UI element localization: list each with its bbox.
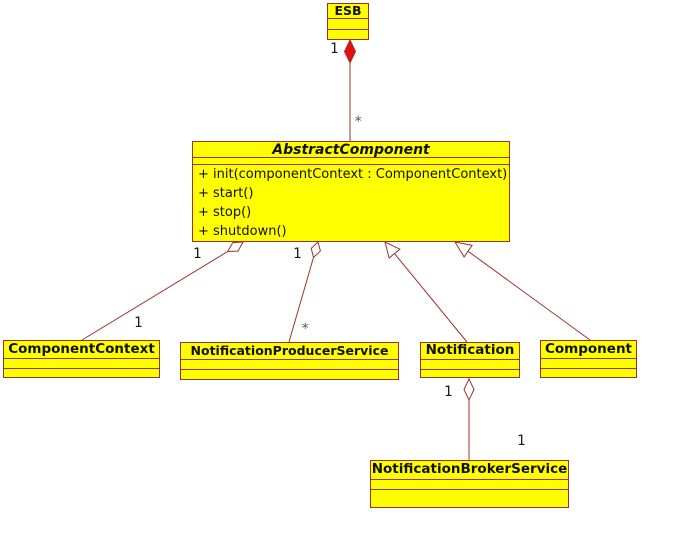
multiplicity-label-componentcontext-part[interactable]: 1 — [134, 315, 143, 331]
edge-generalization-component-abstractcomponent[interactable] — [453, 241, 591, 341]
operation-start: + start() — [198, 186, 254, 201]
generalization-arrowhead — [453, 241, 473, 258]
edge-line — [81, 251, 228, 341]
ops-compartment-componentcontext — [4, 369, 159, 377]
edge-aggregation-abstractcomponent-notificationproducerservice[interactable] — [288, 241, 321, 343]
aggregation-diamond — [226, 241, 244, 253]
generalization-arrowhead — [384, 241, 401, 259]
aggregation-diamond — [310, 241, 321, 259]
ops-compartment-esb — [328, 30, 368, 39]
class-name-notification: Notification — [421, 343, 519, 360]
attrs-compartment-notificationproducerservice — [181, 360, 398, 370]
composition-diamond — [343, 38, 357, 65]
ops-compartment-abstractcomponent: + init(componentContext : ComponentConte… — [193, 165, 509, 241]
class-name-esb: ESB — [328, 4, 368, 19]
multiplicity-label-broker-part[interactable]: 1 — [517, 433, 526, 449]
multiplicity-label-esb-whole[interactable]: 1 — [330, 41, 339, 57]
edge-composition-esb-abstractcomponent[interactable] — [343, 38, 357, 141]
ops-compartment-notification — [421, 370, 519, 377]
edge-generalization-notification-abstractcomponent[interactable] — [384, 241, 468, 343]
class-box-notificationbrokerservice[interactable]: NotificationBrokerService — [370, 460, 569, 508]
class-name-component: Component — [541, 341, 636, 359]
ops-compartment-notificationbrokerservice — [371, 490, 568, 507]
class-box-notificationproducerservice[interactable]: NotificationProducerService — [180, 342, 399, 380]
class-box-notification[interactable]: Notification — [420, 342, 520, 378]
edge-aggregation-notification-notificationbrokerservice[interactable] — [463, 377, 475, 460]
operation-shutdown: + shutdown() — [198, 224, 287, 239]
class-box-abstractcomponent[interactable]: AbstractComponent + init(componentContex… — [192, 141, 510, 242]
operation-init: + init(componentContext : ComponentConte… — [198, 167, 508, 182]
multiplicity-label-notification-whole[interactable]: 1 — [444, 384, 453, 400]
edge-line — [288, 257, 314, 343]
edge-line — [394, 253, 468, 343]
class-name-notificationbrokerservice: NotificationBrokerService — [371, 461, 568, 480]
class-box-componentcontext[interactable]: ComponentContext — [3, 340, 160, 378]
operation-stop: + stop() — [198, 205, 252, 220]
class-box-esb[interactable]: ESB — [327, 3, 369, 40]
edge-line — [467, 250, 591, 341]
multiplicity-label-esb-part[interactable]: * — [354, 114, 363, 130]
attrs-compartment-notification — [421, 360, 519, 370]
class-name-componentcontext: ComponentContext — [4, 341, 159, 359]
attrs-compartment-component — [541, 359, 636, 369]
class-name-abstractcomponent: AbstractComponent — [193, 142, 509, 158]
class-name-notificationproducerservice: NotificationProducerService — [181, 343, 398, 360]
class-box-component[interactable]: Component — [540, 340, 637, 378]
ops-compartment-component — [541, 369, 636, 377]
attrs-compartment-abstractcomponent — [193, 158, 509, 165]
multiplicity-label-producer-part[interactable]: * — [301, 321, 310, 337]
attrs-compartment-componentcontext — [4, 359, 159, 369]
edge-aggregation-abstractcomponent-componentcontext[interactable] — [81, 241, 244, 341]
attrs-compartment-esb — [328, 19, 368, 30]
multiplicity-label-producer-whole[interactable]: 1 — [293, 246, 302, 262]
aggregation-diamond — [463, 377, 475, 402]
attrs-compartment-notificationbrokerservice — [371, 480, 568, 490]
ops-compartment-notificationproducerservice — [181, 370, 398, 379]
multiplicity-label-componentcontext-whole[interactable]: 1 — [193, 246, 202, 262]
